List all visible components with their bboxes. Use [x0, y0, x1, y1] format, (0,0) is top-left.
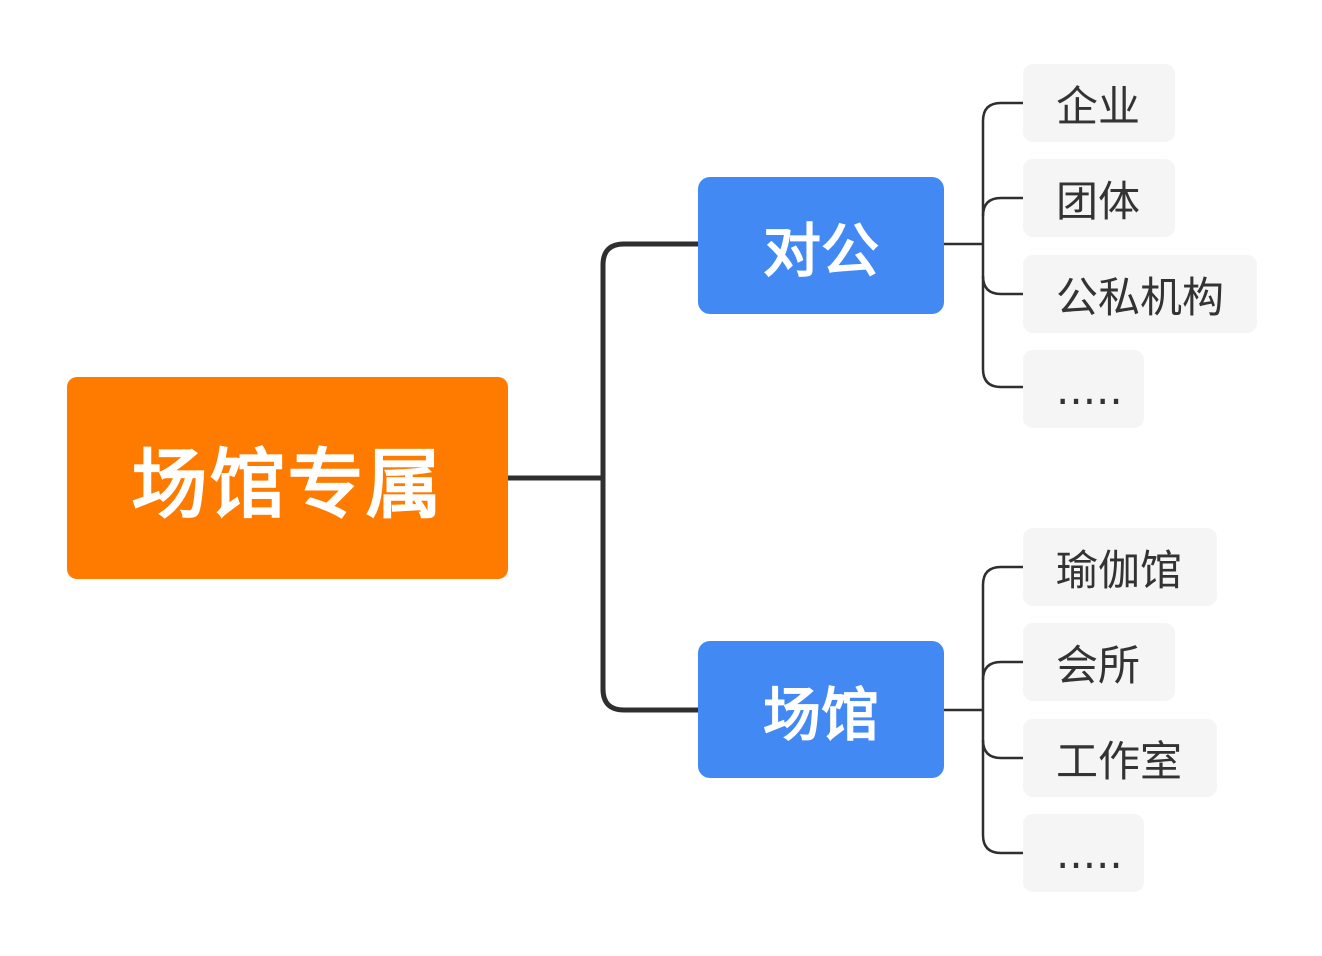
connector-root-to-venue	[600, 478, 698, 713]
leaf-label: 公私机构	[1056, 272, 1225, 322]
connector-public-leaf-1	[981, 196, 1023, 217]
connector-venue-leaf-2	[981, 739, 1023, 760]
leaf-node-venue-3: 工作室	[1023, 719, 1217, 797]
leaf-label: 瑜伽馆	[1056, 545, 1183, 595]
branch-label-public: 对公	[762, 216, 879, 285]
connector-venue-spine	[981, 565, 1023, 855]
leaf-label: 团体	[1056, 176, 1141, 226]
branch-node-public: 对公	[698, 177, 944, 314]
leaf-node-public-2: 团体	[1023, 159, 1175, 237]
branch-label-venue: 场馆	[762, 680, 879, 749]
leaf-label: 企业	[1056, 81, 1141, 131]
leaf-node-venue-1: 瑜伽馆	[1023, 528, 1217, 606]
root-label: 场馆专属	[131, 440, 444, 529]
leaf-node-venue-4: .....	[1023, 814, 1144, 892]
connector-root-to-public	[600, 241, 698, 478]
connector-venue-leaf-1	[981, 660, 1023, 681]
connector-public-leaf-2	[981, 275, 1023, 296]
leaf-node-public-4: .....	[1023, 350, 1144, 428]
leaf-label: .....	[1056, 828, 1123, 878]
leaf-node-public-1: 企业	[1023, 64, 1175, 142]
root-node: 场馆专属	[67, 377, 508, 579]
leaf-node-venue-2: 会所	[1023, 623, 1175, 701]
leaf-label: 会所	[1056, 640, 1141, 690]
branch-node-venue: 场馆	[698, 641, 944, 778]
leaf-label: 工作室	[1056, 736, 1183, 786]
leaf-node-public-3: 公私机构	[1023, 255, 1257, 333]
connector-public-spine	[981, 101, 1023, 389]
leaf-label: .....	[1056, 364, 1123, 414]
